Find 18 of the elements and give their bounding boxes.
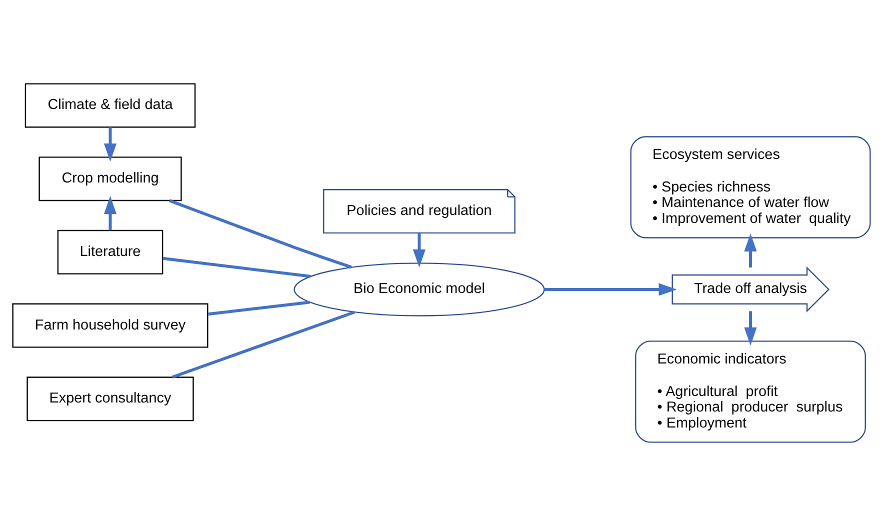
arrow	[104, 126, 117, 162]
arrow	[412, 232, 426, 267]
node-box: Ecosystem services • Species richness • Maintenance of water flow • Improvement of water quality	[630, 136, 871, 238]
connector	[172, 310, 356, 378]
node-box: Economic indicators • Agricultural profit • Regional producer surplus • Employment	[635, 340, 866, 442]
arrow	[544, 282, 677, 296]
arrow	[104, 196, 117, 230]
arrow	[744, 310, 757, 346]
node-box: Crop modelling	[38, 156, 182, 201]
node-box: Literature	[57, 229, 164, 274]
node-box: Farm household survey	[12, 302, 208, 348]
connector	[168, 198, 352, 268]
arrow	[744, 232, 757, 267]
connector	[162, 256, 311, 278]
node-box: Expert consultancy	[26, 376, 194, 421]
node-box: Climate & field data	[24, 82, 196, 128]
node-ellipse: Bio Economic model	[294, 262, 545, 316]
connector	[208, 300, 310, 316]
